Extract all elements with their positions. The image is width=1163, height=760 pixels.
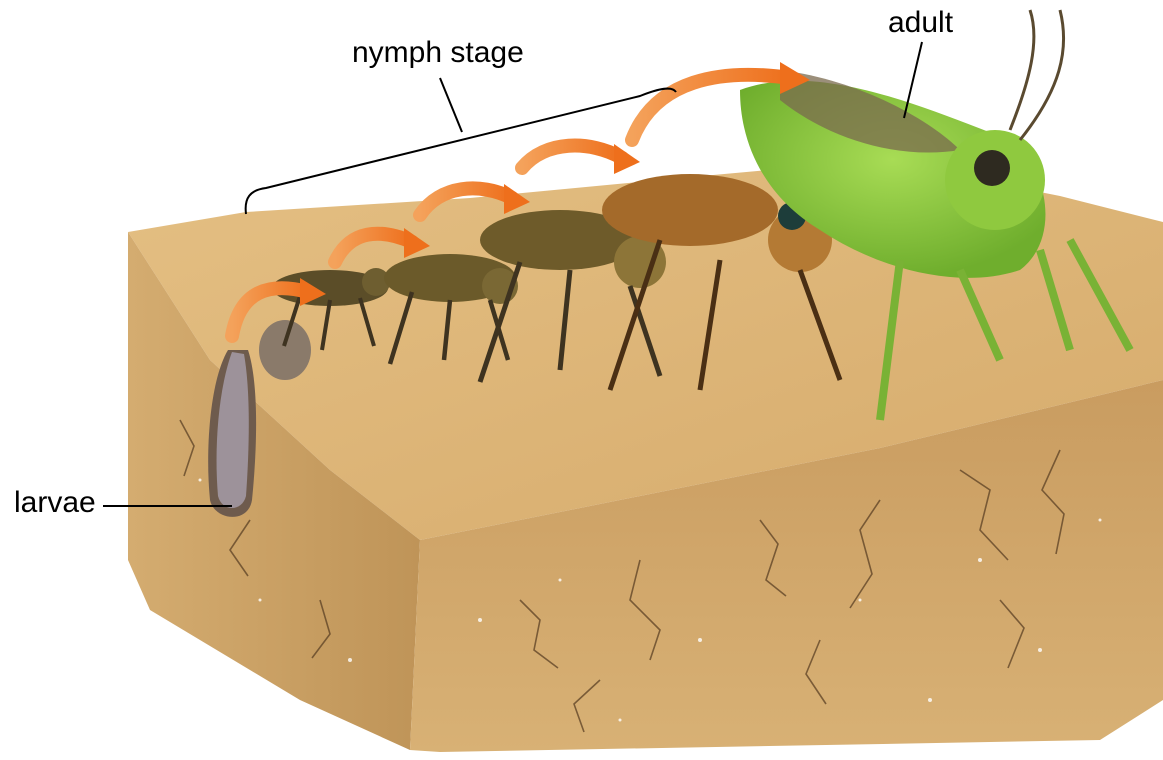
nymph-stage-leader: [440, 78, 462, 132]
larvae-label: larvae: [14, 488, 96, 518]
adult-label: adult: [888, 8, 953, 38]
nymph-stage-label: nymph stage: [352, 38, 524, 68]
arrow-4: [522, 146, 622, 168]
shed-skin: [259, 320, 311, 380]
